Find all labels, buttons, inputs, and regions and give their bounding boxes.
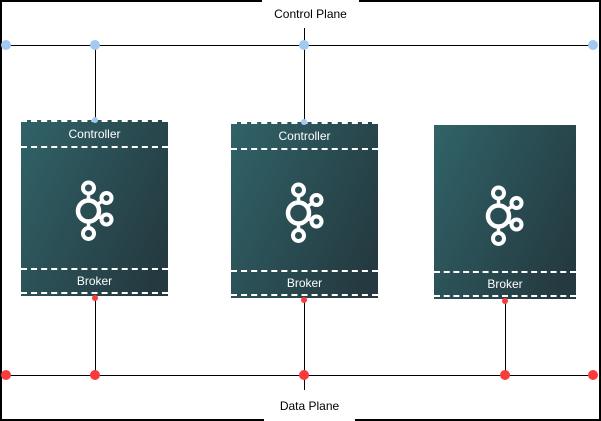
broker-connection-point <box>90 370 100 380</box>
broker-connection-point <box>301 297 307 303</box>
canvas-border-left <box>0 0 2 421</box>
broker-label: Broker <box>487 277 523 291</box>
canvas-border-right <box>599 0 601 421</box>
controller-connector-line-1 <box>95 45 96 120</box>
broker-section-2: Broker <box>231 270 378 296</box>
controller-connector-line-2 <box>304 45 305 122</box>
control-plane-connector-line <box>304 28 305 45</box>
data-plane-label-text: Data Plane <box>279 398 340 413</box>
broker-connection-point <box>299 370 309 380</box>
controller-connection-point <box>299 40 309 50</box>
kafka-logo-icon <box>75 180 113 241</box>
controller-section-1: Controller <box>21 120 168 148</box>
controller-section-2: Controller <box>231 122 378 150</box>
controller-connection-point <box>90 40 100 50</box>
broker-connector-line-2 <box>304 300 305 375</box>
controller-connection-point <box>92 117 98 123</box>
data-plane-connector-line <box>304 375 305 390</box>
broker-label: Broker <box>286 276 323 290</box>
kafka-node-1: Controller Broker <box>19 120 170 298</box>
controller-label: Controller <box>68 127 121 141</box>
controller-label: Controller <box>278 129 331 143</box>
control-plane-label: Control Plane <box>262 0 359 28</box>
broker-connection-point <box>502 298 508 304</box>
broker-connector-line-1 <box>95 298 96 375</box>
broker-connection-point <box>92 295 98 301</box>
kafka-node-3: Broker <box>432 123 578 301</box>
broker-connector-line-3 <box>505 301 506 375</box>
broker-section-1: Broker <box>21 268 168 294</box>
controller-connection-point <box>588 40 598 50</box>
controller-connection-point <box>1 40 11 50</box>
kafka-logo-icon <box>285 182 323 243</box>
controller-connection-point <box>301 119 307 125</box>
data-plane-label: Data Plane <box>264 390 355 421</box>
broker-label: Broker <box>76 274 113 288</box>
broker-connection-point <box>1 370 11 380</box>
control-plane-label-text: Control Plane <box>274 7 347 21</box>
broker-connection-point <box>500 370 510 380</box>
kafka-node-2: Controller Broker <box>229 122 380 300</box>
broker-connection-point <box>588 370 598 380</box>
kafka-logo-icon <box>485 185 524 246</box>
broker-section-3: Broker <box>434 271 576 297</box>
